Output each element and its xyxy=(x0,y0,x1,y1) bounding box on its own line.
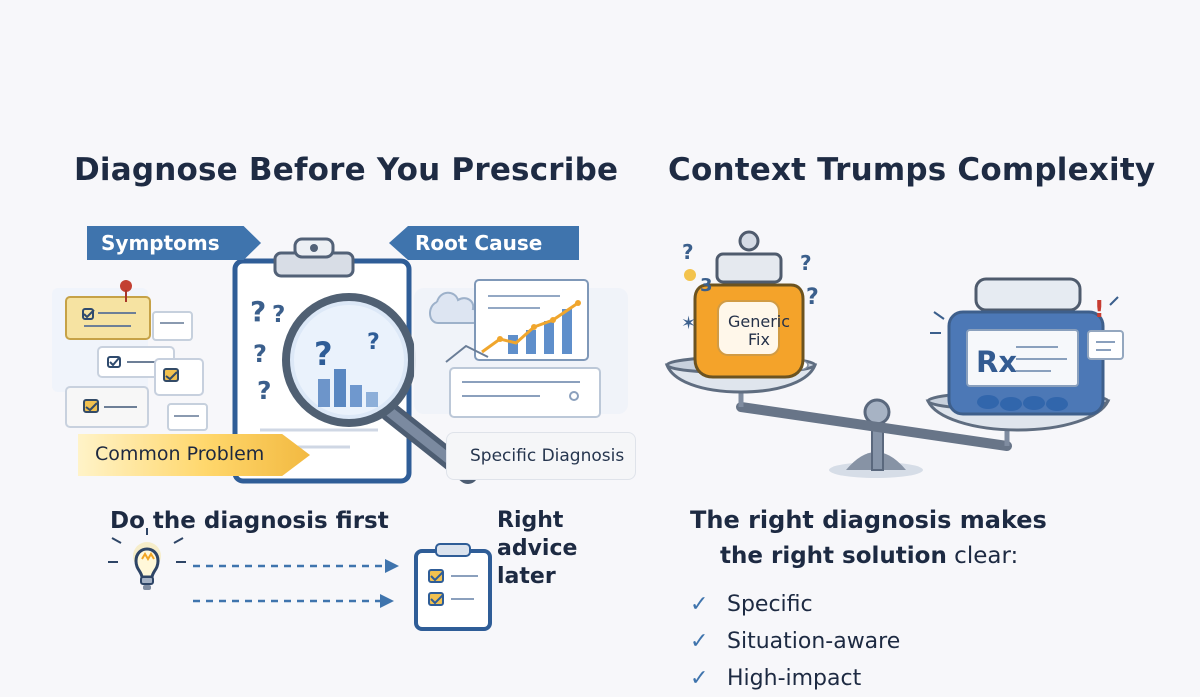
illustration-svg: ? ? ? ? ? ? xyxy=(52,230,1124,631)
svg-text:?: ? xyxy=(800,251,812,275)
benefit-item-high-impact: ✓ High-impact xyxy=(690,660,900,697)
benefit-text: Specific xyxy=(727,592,813,617)
benefit-item-specific: ✓ Specific xyxy=(690,586,900,623)
title-right: Context Trumps Complexity xyxy=(668,152,1156,188)
svg-text:?: ? xyxy=(250,295,266,328)
check-icon: ✓ xyxy=(690,592,709,617)
title-left: Diagnose Before You Prescribe xyxy=(74,152,619,188)
specific-diagnosis-box xyxy=(446,432,636,480)
right-headline: The right diagnosis makes xyxy=(690,506,1047,534)
svg-text:?: ? xyxy=(272,302,285,328)
right-subheadline-bold: the right solution xyxy=(720,543,947,569)
pin-icon xyxy=(120,280,132,292)
right-advice-text: Right advice later xyxy=(497,508,578,589)
svg-text:?: ? xyxy=(314,335,333,373)
right-subheadline: the right solution clear: xyxy=(720,543,1018,569)
symptoms-tag: Symptoms xyxy=(87,226,261,260)
svg-text:?: ? xyxy=(682,240,694,264)
svg-text:3: 3 xyxy=(700,275,713,296)
common-problem-label: Common Problem xyxy=(95,443,265,465)
specific-diagnosis-label: Specific Diagnosis xyxy=(470,446,625,466)
svg-text:?: ? xyxy=(367,330,380,355)
check-icon: ✓ xyxy=(690,666,709,691)
diagnosis-flow xyxy=(108,528,492,631)
checklist-icon xyxy=(414,543,492,631)
notes-cluster xyxy=(52,280,208,431)
diagnosis-first-text: Do the diagnosis first xyxy=(110,508,389,534)
benefit-list: ✓ Specific ✓ Situation-aware ✓ High-impa… xyxy=(690,586,900,697)
svg-text:!: ! xyxy=(1094,297,1105,323)
generic-fix-label: Generic Fix xyxy=(727,312,791,349)
svg-text:?: ? xyxy=(806,285,819,310)
check-icon: ✓ xyxy=(690,629,709,654)
svg-text:✶: ✶ xyxy=(681,313,696,334)
benefit-text: Situation-aware xyxy=(727,629,901,654)
analysis-papers xyxy=(414,279,628,418)
generic-fix-bottle-icon: ? 3 ? ? ✶ xyxy=(681,230,819,379)
illustration-canvas: Diagnose Before You Prescribe Context Tr… xyxy=(52,152,1156,691)
cloud-icon xyxy=(429,291,482,324)
svg-text:?: ? xyxy=(253,340,267,368)
root-cause-tag: Root Cause xyxy=(389,226,579,260)
rx-label: Rx xyxy=(976,345,1017,379)
rx-bottle-icon: Rx ! xyxy=(930,277,1124,416)
benefit-item-situation-aware: ✓ Situation-aware xyxy=(690,623,900,660)
lightbulb-icon xyxy=(134,547,160,579)
right-subheadline-rest: clear: xyxy=(946,543,1019,569)
common-problem-arrow xyxy=(78,434,310,476)
benefit-text: High-impact xyxy=(727,666,862,691)
svg-text:?: ? xyxy=(257,376,272,405)
